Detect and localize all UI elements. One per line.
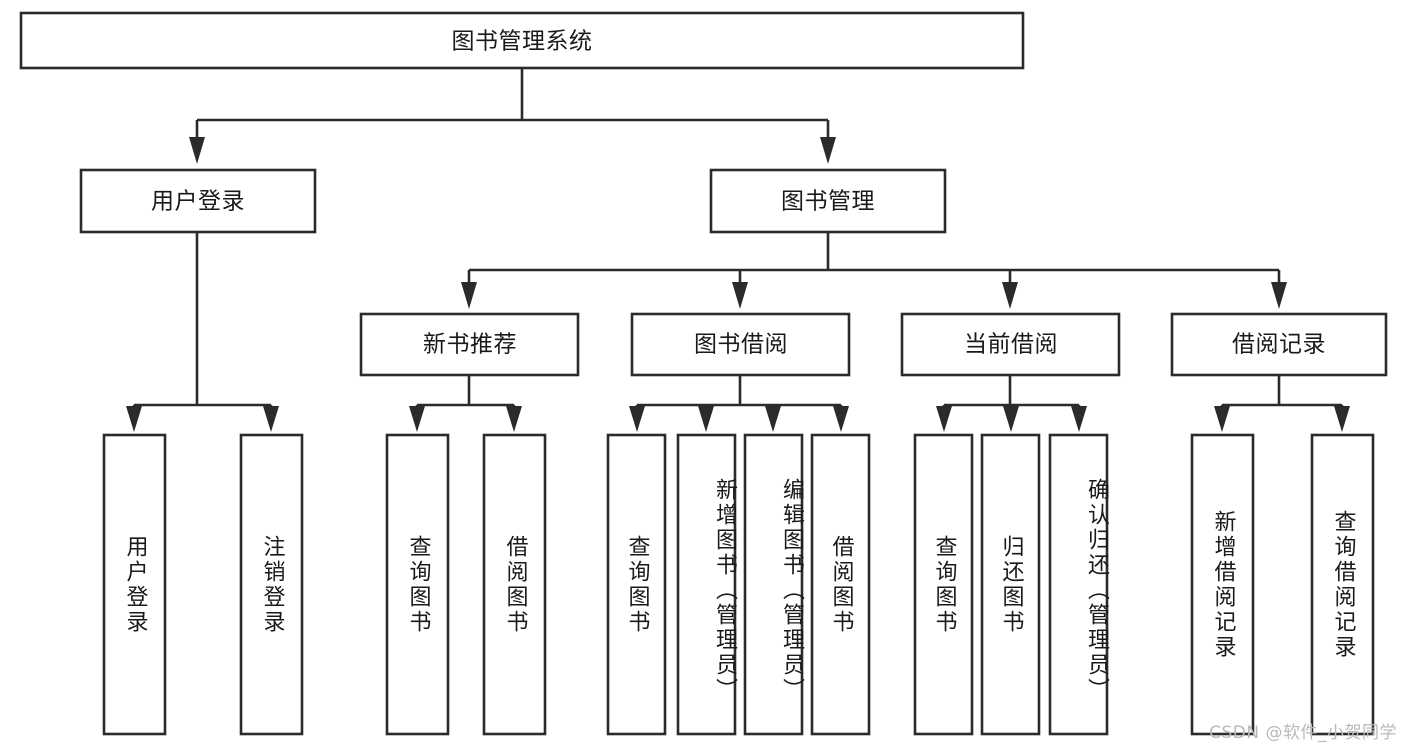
leaf-box[interactable] (1190, 433, 1255, 736)
watermark-text: CSDN @软件_小贺同学 (1209, 723, 1397, 743)
node-user-login-label: 用户登录 (151, 189, 245, 215)
node-book-borrow-box[interactable] (630, 312, 851, 377)
arrow-head-icon (1271, 282, 1287, 309)
arrow-head-icon (732, 282, 748, 309)
arrow-head-icon (629, 406, 645, 432)
node-borrow-record[interactable]: 借阅记录 (1170, 312, 1388, 377)
arrow-head-icon (765, 406, 781, 432)
leaf-box[interactable] (743, 433, 804, 736)
node-book-management-label: 图书管理 (781, 189, 875, 215)
node-current-borrow-box[interactable] (900, 312, 1121, 377)
arrow-head-icon (1003, 406, 1019, 432)
arrow-head-icon (1071, 406, 1087, 432)
arrow-head-icon (126, 406, 142, 432)
leaf-box[interactable] (385, 433, 450, 736)
connector-group-user-login (126, 232, 279, 432)
arrow-head-icon (409, 406, 425, 432)
leaf-box-group (102, 433, 1375, 736)
arrow-head-icon (833, 406, 849, 432)
node-root[interactable]: 图书管理系统 (19, 11, 1025, 70)
leaf-box[interactable] (482, 433, 547, 736)
arrow-head-icon (506, 406, 522, 432)
connector-group-book-mgmt (461, 232, 1287, 309)
node-book-management[interactable]: 图书管理 (709, 168, 947, 234)
leaf-box[interactable] (1310, 433, 1375, 736)
node-user-login-box[interactable] (79, 168, 317, 234)
node-borrow-record-label: 借阅记录 (1232, 332, 1326, 358)
leaf-box[interactable] (810, 433, 871, 736)
arrow-head-icon (820, 137, 836, 164)
connector-group-borrow-record (1214, 375, 1350, 432)
connector-group-root (189, 68, 836, 164)
leaf-box[interactable] (239, 433, 304, 736)
arrow-head-icon (936, 406, 952, 432)
node-root-box[interactable] (19, 11, 1025, 70)
node-book-management-box[interactable] (709, 168, 947, 234)
node-book-borrow[interactable]: 图书借阅 (630, 312, 851, 377)
arrow-head-icon (698, 406, 714, 432)
leaf-box[interactable] (102, 433, 167, 736)
connector-group-book-borrow (629, 375, 849, 432)
arrow-head-icon (1214, 406, 1230, 432)
leaf-box[interactable] (606, 433, 667, 736)
node-new-book-recommend-label: 新书推荐 (423, 332, 517, 358)
node-current-borrow[interactable]: 当前借阅 (900, 312, 1121, 377)
node-borrow-record-box[interactable] (1170, 312, 1388, 377)
leaf-box[interactable] (1048, 433, 1109, 736)
arrow-head-icon (263, 406, 279, 432)
arrow-head-icon (461, 282, 477, 309)
node-book-borrow-label: 图书借阅 (694, 332, 788, 358)
node-root-label: 图书管理系统 (452, 29, 593, 55)
node-new-book-recommend[interactable]: 新书推荐 (359, 312, 580, 377)
node-new-book-recommend-box[interactable] (359, 312, 580, 377)
connector-group-new-book (409, 375, 522, 432)
leaf-box[interactable] (676, 433, 737, 736)
leaf-box[interactable] (913, 433, 974, 736)
arrow-head-icon (1002, 282, 1018, 309)
connector-group-current-borrow (936, 375, 1087, 432)
node-user-login[interactable]: 用户登录 (79, 168, 317, 234)
arrow-head-icon (189, 137, 205, 164)
arrow-head-icon (1334, 406, 1350, 432)
leaf-box[interactable] (980, 433, 1041, 736)
node-current-borrow-label: 当前借阅 (964, 332, 1058, 358)
